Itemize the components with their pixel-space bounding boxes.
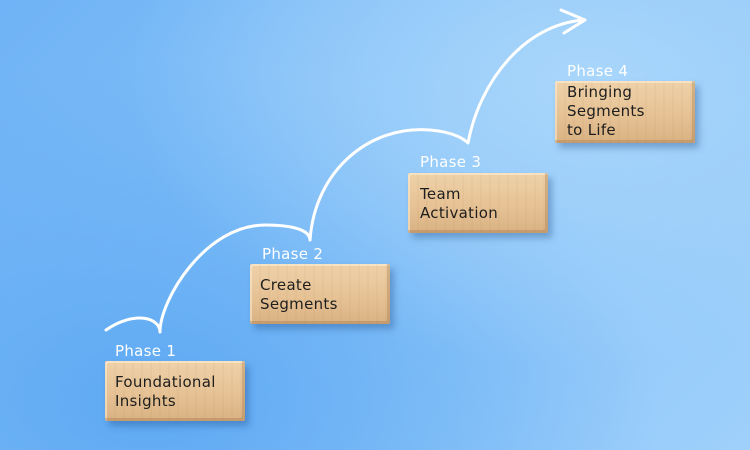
arrow-head [559, 8, 587, 35]
phase-4-title: Bringing Segments to Life [567, 83, 645, 140]
phase-3-label: Phase 3 [420, 153, 482, 171]
phase-4-title-line: to Life [567, 121, 616, 139]
phase-2-title-line: Create [260, 276, 312, 294]
phase-3-title: Team Activation [420, 185, 498, 223]
phase-3-title-line: Activation [420, 204, 499, 222]
phase-3-title-line: Team [420, 185, 461, 203]
phase-4-title-line: Bringing [567, 83, 633, 101]
phase-4-block: Bringing Segments to Life [555, 81, 695, 143]
phase-1-label: Phase 1 [115, 342, 177, 360]
phase-4-title-line: Segments [567, 102, 645, 120]
phase-4-label: Phase 4 [567, 62, 629, 80]
phase-2-title: Create Segments [260, 276, 338, 314]
arrow-path [104, 18, 585, 334]
phase-3-block: Team Activation [408, 173, 548, 233]
phase-2-block: Create Segments [250, 264, 390, 324]
phase-2-label: Phase 2 [262, 245, 324, 263]
phase-1-block: Foundational Insights [105, 361, 245, 421]
phase-1-title-line: Foundational [115, 373, 216, 391]
phase-2-title-line: Segments [260, 295, 338, 313]
phase-1-title: Foundational Insights [115, 373, 216, 411]
phase-1-title-line: Insights [115, 392, 177, 410]
